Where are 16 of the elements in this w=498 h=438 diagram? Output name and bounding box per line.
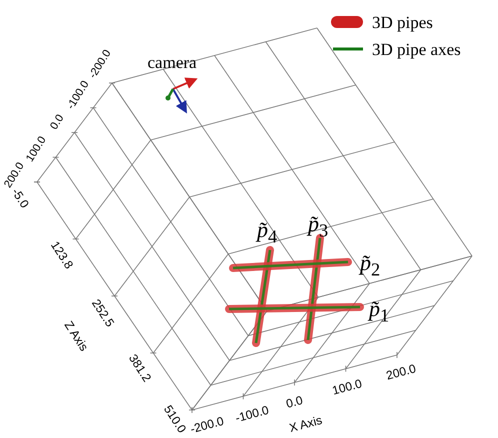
axis-title: Z Axis [62,319,90,353]
tick-label: -5.0 [9,186,30,210]
tick-label: -200.0 [189,414,225,436]
legend-label: 3D pipe axes [372,40,461,58]
pipe-label: p̃$_{3}$ [308,212,328,240]
pipe-label: p̃$_{2}$ [360,252,380,278]
camera-label: camera [148,54,197,70]
tick-label: 0.0 [284,394,304,410]
legend-label: 3D pipes [372,14,433,30]
tick-label: 100.0 [330,377,364,397]
tick-label: -100.0 [234,404,270,424]
axis-title: X Axis [288,414,323,434]
pipe-label: p̃$_{4}$ [257,218,278,246]
tick-label: 0.0 [48,112,66,132]
tick-label: 200.0 [384,362,418,382]
pipe-label: p̃$_{1}$ [369,298,390,324]
